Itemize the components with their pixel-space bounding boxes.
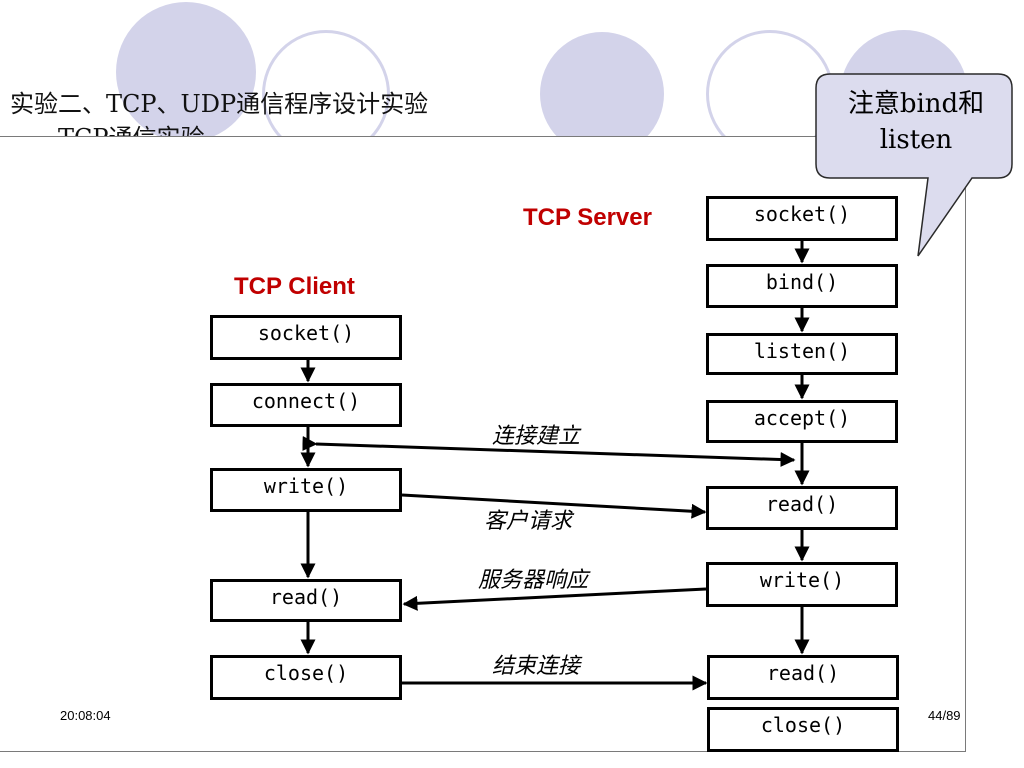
slide-title: 实验二、TCP、UDP通信程序设计实验: [10, 90, 429, 118]
footer-page: 44/89: [928, 708, 961, 723]
client-label: TCP Client: [234, 273, 355, 300]
server-socket-box: socket(): [706, 196, 898, 241]
server-write-box: write(): [706, 562, 898, 607]
msg-connect: 连接建立: [492, 424, 581, 449]
server-label: TCP Server: [523, 204, 652, 231]
callout-line1: 注意bind和: [847, 89, 985, 119]
client-write-box: write(): [210, 468, 402, 512]
callout-line2: listen: [879, 125, 953, 155]
client-read-box: read(): [210, 579, 402, 622]
msg-response: 服务器响应: [478, 568, 589, 593]
msg-close: 结束连接: [492, 654, 581, 679]
server-accept-box: accept(): [706, 400, 898, 443]
server-listen-box: listen(): [706, 333, 898, 375]
decor-circle: [116, 2, 256, 142]
server-read-box: read(): [706, 486, 898, 530]
client-close-box: close(): [210, 655, 402, 700]
server-bind-box: bind(): [706, 264, 898, 308]
server-close-box: close(): [707, 707, 899, 752]
client-connect-box: connect(): [210, 383, 402, 427]
client-socket-box: socket(): [210, 315, 402, 360]
footer-time: 20:08:04: [60, 708, 111, 723]
server-read-box-2: read(): [707, 655, 899, 700]
msg-request: 客户请求: [484, 509, 573, 534]
callout-text: 注意bind和 listen: [818, 86, 1014, 158]
decor-circle: [540, 32, 664, 156]
